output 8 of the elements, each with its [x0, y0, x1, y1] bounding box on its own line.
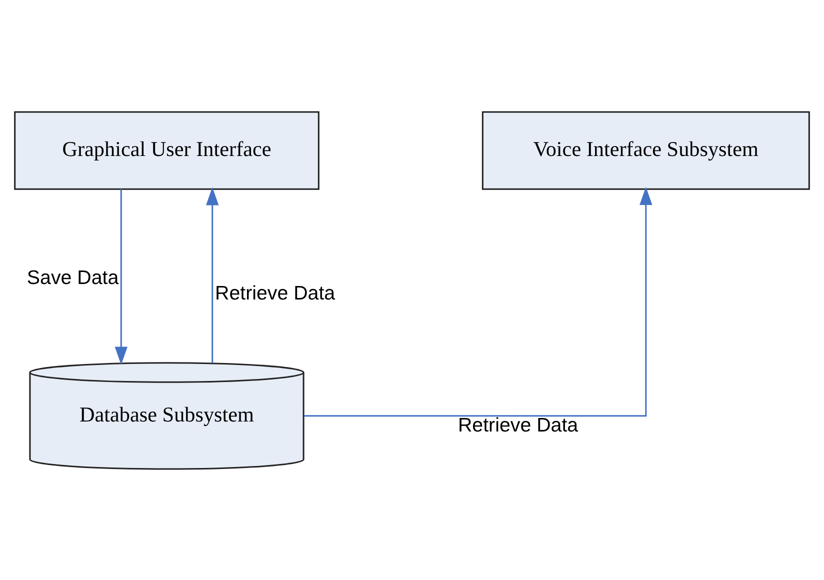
node-box: Graphical User Interface	[14, 110, 320, 190]
edge-label: Retrieve Data	[215, 282, 336, 304]
edge-label: Retrieve Data	[458, 414, 578, 436]
arrow	[304, 186, 652, 416]
node-box: Voice Interface Subsystem	[482, 110, 810, 190]
arrow	[114, 188, 128, 364]
arrow	[206, 186, 219, 362]
edge-label: Save Data	[26, 266, 119, 289]
